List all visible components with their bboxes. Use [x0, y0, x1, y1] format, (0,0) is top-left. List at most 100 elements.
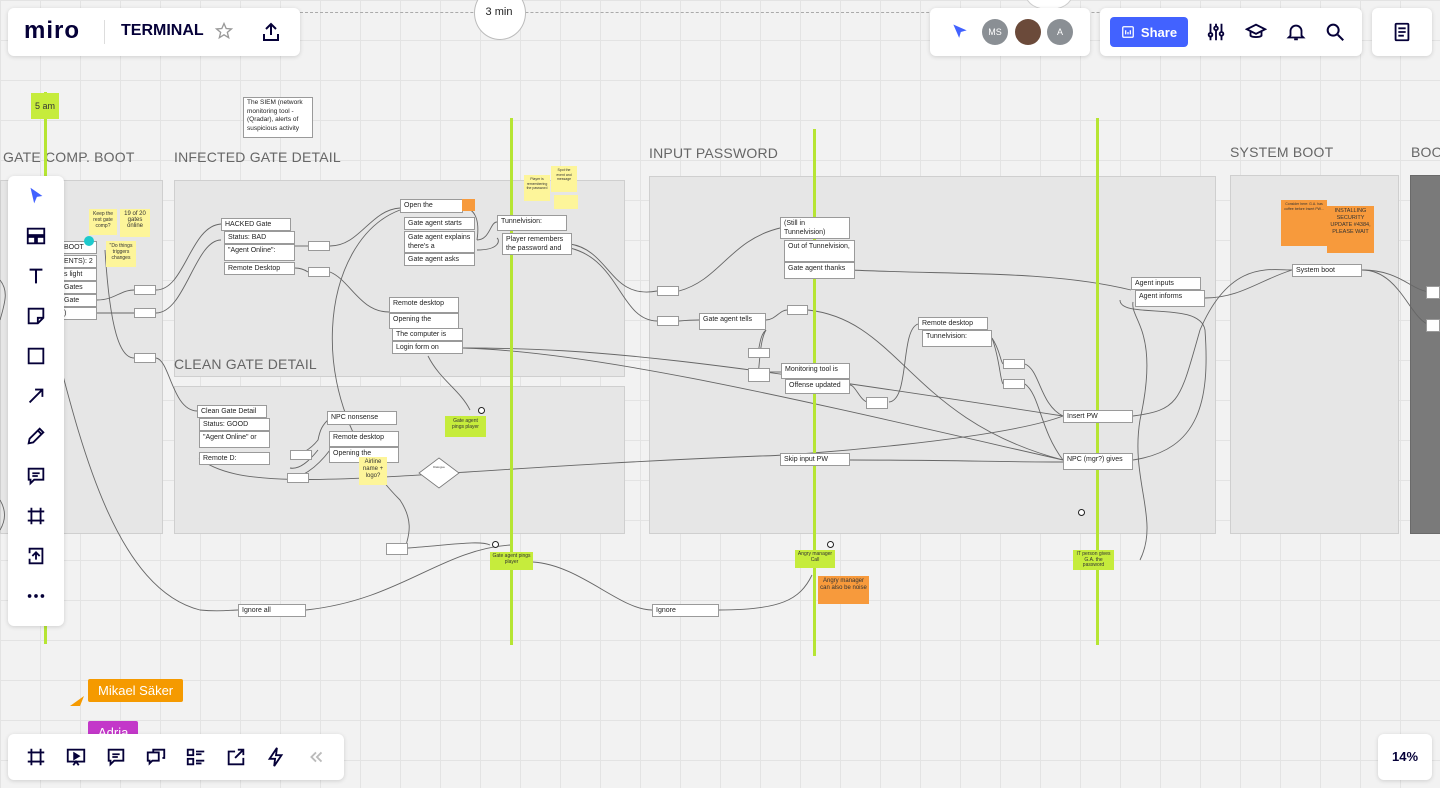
- small-card-3[interactable]: [134, 353, 156, 363]
- card-clean-gate-detail[interactable]: Clean Gate Detail: [197, 405, 267, 418]
- card-paren[interactable]: ): [60, 307, 97, 320]
- frame-boo[interactable]: [1410, 175, 1440, 534]
- sticky-triggers[interactable]: "Do things triggers changes: [106, 241, 136, 267]
- card-gate-agent-starts[interactable]: Gate agent starts: [404, 217, 475, 230]
- card-remote-d[interactable]: Remote D:: [199, 452, 270, 465]
- zoom-panel[interactable]: 14%: [1378, 734, 1432, 780]
- small-card-1[interactable]: [134, 285, 156, 295]
- card-gate-agent-thanks[interactable]: Gate agent thanks: [784, 262, 855, 279]
- sticky-19-gates[interactable]: 19 of 20 gates online: [120, 209, 150, 237]
- miro-logo[interactable]: miro: [24, 17, 81, 44]
- card-skip-input-pw[interactable]: Skip input PW: [780, 453, 850, 466]
- card-ents[interactable]: ENTS): 2: [60, 255, 97, 268]
- card-tunnelvision-2[interactable]: Tunnelvision:: [922, 330, 992, 347]
- collapse-chevrons-icon[interactable]: [296, 734, 336, 780]
- small-card-2[interactable]: [134, 308, 156, 318]
- search-icon[interactable]: [1315, 12, 1355, 52]
- card-offense-updated[interactable]: Offense updated: [785, 379, 850, 394]
- sticky-gate-agent-pings-2[interactable]: Gate agent pings player: [490, 552, 533, 570]
- small-card-4[interactable]: [308, 241, 330, 251]
- card-gate-agent-asks[interactable]: Gate agent asks: [404, 253, 475, 266]
- pen-icon[interactable]: [8, 418, 64, 454]
- card-computer-is[interactable]: The computer is: [392, 328, 463, 341]
- card-open-the[interactable]: Open the: [400, 199, 463, 213]
- avatar-ms[interactable]: MS: [982, 19, 1008, 45]
- card-npc-nonsense[interactable]: NPC nonsense: [327, 411, 397, 425]
- small-card-9[interactable]: [657, 316, 679, 326]
- small-card-12[interactable]: [748, 368, 770, 382]
- card-agent-informs[interactable]: Agent informs: [1135, 290, 1205, 307]
- card-gate[interactable]: Gate: [60, 294, 97, 307]
- card-hacked-gate[interactable]: HACKED Gate: [221, 218, 291, 231]
- connector-arrow-icon[interactable]: [8, 378, 64, 414]
- lightning-icon[interactable]: [256, 734, 296, 780]
- card-list-icon[interactable]: [176, 734, 216, 780]
- card-ignore[interactable]: Ignore: [652, 604, 719, 617]
- chat-icon[interactable]: [136, 734, 176, 780]
- card-out-tunnelvision[interactable]: Out of Tunnelvision,: [784, 240, 855, 262]
- sticky-it-person[interactable]: IT person gives G.A. the password: [1073, 550, 1114, 570]
- follow-cursor-icon[interactable]: [950, 22, 970, 42]
- decision-diamond[interactable]: [418, 457, 460, 489]
- card-npc-gives[interactable]: NPC (mgr?) gives: [1063, 453, 1133, 470]
- comment-icon[interactable]: [8, 458, 64, 494]
- sticky-angry-noise[interactable]: Angry manager can also be noise: [818, 576, 869, 604]
- sticky-angry-manager[interactable]: Angry manager Call: [795, 550, 835, 568]
- settings-sliders-icon[interactable]: [1196, 12, 1236, 52]
- note-siem[interactable]: The SIEM (network monitoring tool - (Qra…: [243, 97, 313, 138]
- shape-rectangle-icon[interactable]: [8, 338, 64, 374]
- sticky-note-icon[interactable]: [8, 298, 64, 334]
- orange-tag[interactable]: [462, 199, 475, 211]
- frames-icon[interactable]: [16, 734, 56, 780]
- star-icon[interactable]: [214, 20, 234, 42]
- sticky-consider[interactable]: Consider here: G.A. has coffee before In…: [1281, 200, 1327, 246]
- more-tools-icon[interactable]: [8, 578, 64, 614]
- card-ignore-all[interactable]: Ignore all: [238, 604, 306, 617]
- frame-input-password[interactable]: [649, 176, 1216, 534]
- frame-tool-icon[interactable]: [8, 498, 64, 534]
- card-remote-desktop-2[interactable]: Remote desktop: [389, 297, 459, 313]
- card-remote-desktop-3[interactable]: Remote desktop: [329, 431, 399, 447]
- card-gates[interactable]: Gates: [60, 281, 97, 294]
- card-gate-agent-tells[interactable]: Gate agent tells: [699, 313, 766, 330]
- small-card-8[interactable]: [657, 286, 679, 296]
- small-card-10[interactable]: [787, 305, 808, 315]
- card-remote-desktop[interactable]: Remote Desktop: [224, 262, 295, 275]
- comments-icon[interactable]: [96, 734, 136, 780]
- sticky-small-yellow[interactable]: [554, 195, 578, 209]
- text-tool-icon[interactable]: [8, 258, 64, 294]
- small-card-16[interactable]: [386, 543, 408, 555]
- card-opening-the[interactable]: Opening the: [389, 313, 459, 329]
- small-card-11[interactable]: [748, 348, 770, 358]
- card-insert-pw[interactable]: Insert PW: [1063, 410, 1133, 423]
- notes-document-icon[interactable]: [1382, 12, 1422, 52]
- board-title[interactable]: TERMINAL: [121, 22, 204, 39]
- share-screen-icon[interactable]: [216, 734, 256, 780]
- small-card-13[interactable]: [866, 397, 888, 409]
- card-system-boot[interactable]: System boot: [1292, 264, 1362, 277]
- card-monitoring-tool[interactable]: Monitoring tool is: [781, 363, 850, 379]
- sticky-remembering[interactable]: Player is remembering the password: [524, 175, 550, 201]
- presentation-icon[interactable]: [56, 734, 96, 780]
- export-icon[interactable]: [259, 20, 283, 44]
- card-light[interactable]: s light: [60, 268, 97, 281]
- sticky-airline[interactable]: Airline name + logo?: [359, 457, 387, 485]
- card-status-good[interactable]: Status: GOOD: [199, 418, 270, 431]
- sticky-5am[interactable]: 5 am: [31, 93, 59, 119]
- select-tool-cursor-icon[interactable]: [8, 178, 64, 214]
- card-remote-desktop-4[interactable]: Remote desktop: [918, 317, 988, 330]
- card-status-bad[interactable]: Status: BAD: [224, 231, 295, 244]
- card-agent-inputs[interactable]: Agent inputs: [1131, 277, 1201, 290]
- share-button[interactable]: Share: [1110, 17, 1188, 47]
- upload-icon[interactable]: [8, 538, 64, 574]
- learning-cap-icon[interactable]: [1236, 12, 1276, 52]
- sticky-keep-rest[interactable]: Keep the rest gate comp?: [89, 209, 117, 235]
- card-gate-agent-explains[interactable]: Gate agent explains there's a: [404, 231, 475, 253]
- timeline-guide-4[interactable]: [1096, 118, 1099, 645]
- small-card-6[interactable]: [290, 450, 312, 460]
- avatar-user-photo[interactable]: [1015, 19, 1041, 45]
- notifications-bell-icon[interactable]: [1276, 12, 1316, 52]
- selection-handle[interactable]: [84, 236, 94, 246]
- card-boo-2[interactable]: [1426, 319, 1440, 332]
